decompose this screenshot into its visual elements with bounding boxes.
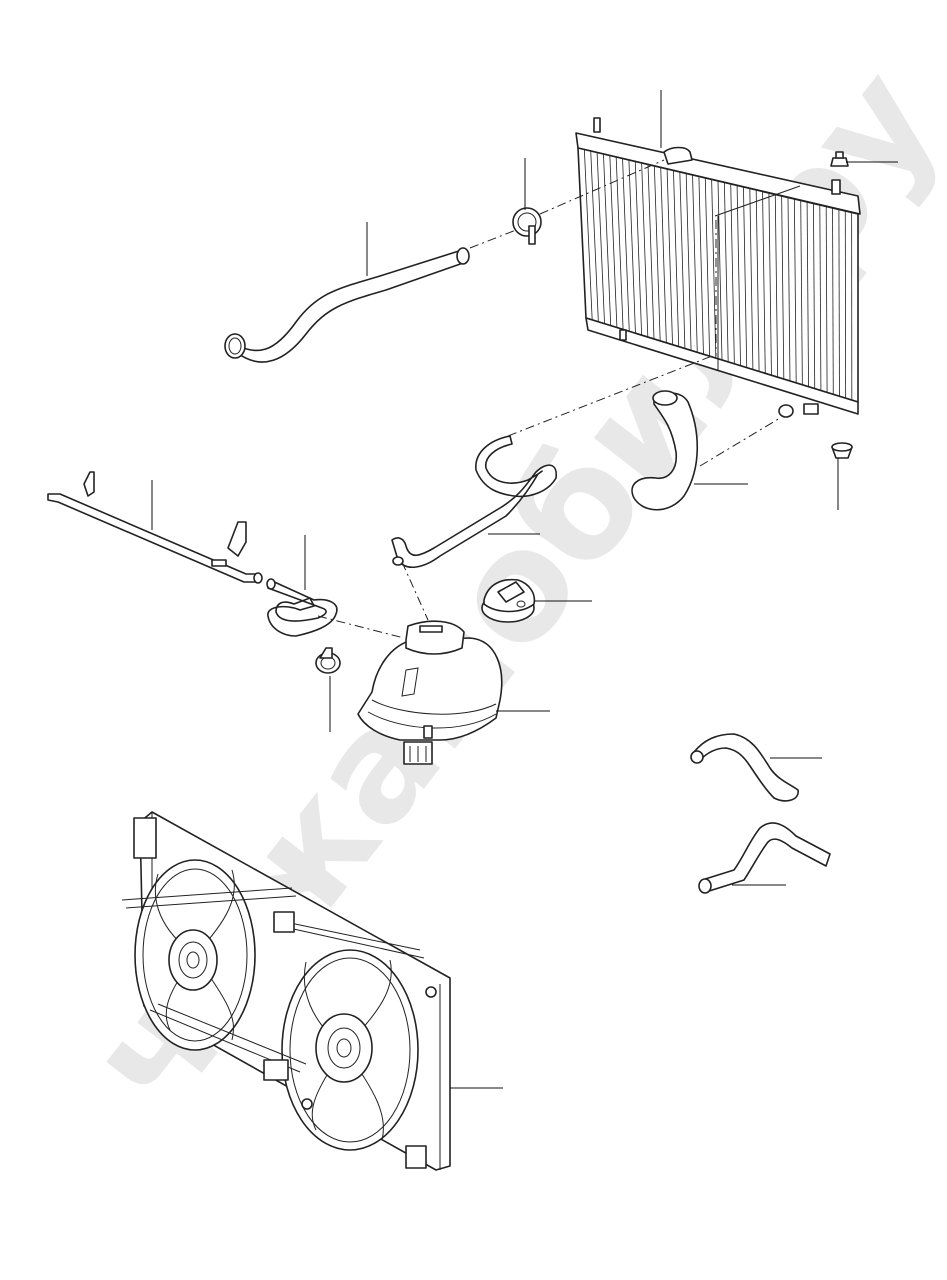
tank-hose-small [266,578,338,637]
radiator-fin [736,185,741,366]
radiator-fin [673,170,680,347]
radiator-fin [615,156,624,330]
heater-hose-upper [690,733,799,802]
lower-radiator-hose [631,390,699,511]
radiator-fin [653,165,661,341]
radiator-fin [825,206,828,393]
radiator-fin [609,155,618,328]
radiator-fin [768,192,772,376]
radiator-fin [692,174,698,353]
radiator-fin [838,209,840,397]
radiator-fin [787,197,791,382]
expansion-tank-cap [481,578,536,623]
radiator-fin [793,198,797,383]
drain-plug-top [830,151,849,167]
upper-radiator-hose [224,247,470,363]
radiator [575,117,861,418]
radiator-fin [730,183,735,364]
radiator-fins [583,149,853,401]
coolant-return-pipe [47,471,263,584]
radiator-fin [711,179,717,359]
radiator-fin [743,186,748,368]
radiator-fin [647,164,655,340]
radiator-fin [762,191,766,374]
radiator-fin [583,149,593,320]
bypass-hose [391,435,557,568]
radiator-fin [596,152,605,324]
radiator-fin [749,188,754,370]
hose-clamp-small [315,647,341,674]
radiator-fin [641,162,649,338]
radiator-fin [813,203,816,389]
radiator-fin [666,168,673,345]
hose-clamp-upper [512,207,542,245]
radiator-fin [800,200,803,385]
radiator-fin [679,171,686,349]
radiator-fin [622,158,630,332]
radiator-fin [603,153,612,326]
radiator-fin [590,150,599,322]
radiator-fin [819,204,822,391]
cooling-fan-assembly [121,811,451,1171]
radiator-fin [698,176,704,355]
radiator-fin [832,207,834,395]
radiator-fin [660,167,667,343]
radiator-fin [634,161,643,336]
coolant-expansion-tank [357,620,503,765]
radiator-fin [781,195,785,380]
radiator-fin [628,159,636,334]
leader-lines [151,90,898,1089]
drain-plug-bottom [831,442,853,459]
radiator-fin [774,194,779,378]
heater-hose-lower [698,822,831,894]
radiator-fin [717,180,723,361]
radiator-fin [704,177,711,357]
radiator-fin [755,189,760,372]
radiator-fin [806,201,809,387]
connection-lines [317,159,781,639]
radiator-fin [685,173,692,351]
